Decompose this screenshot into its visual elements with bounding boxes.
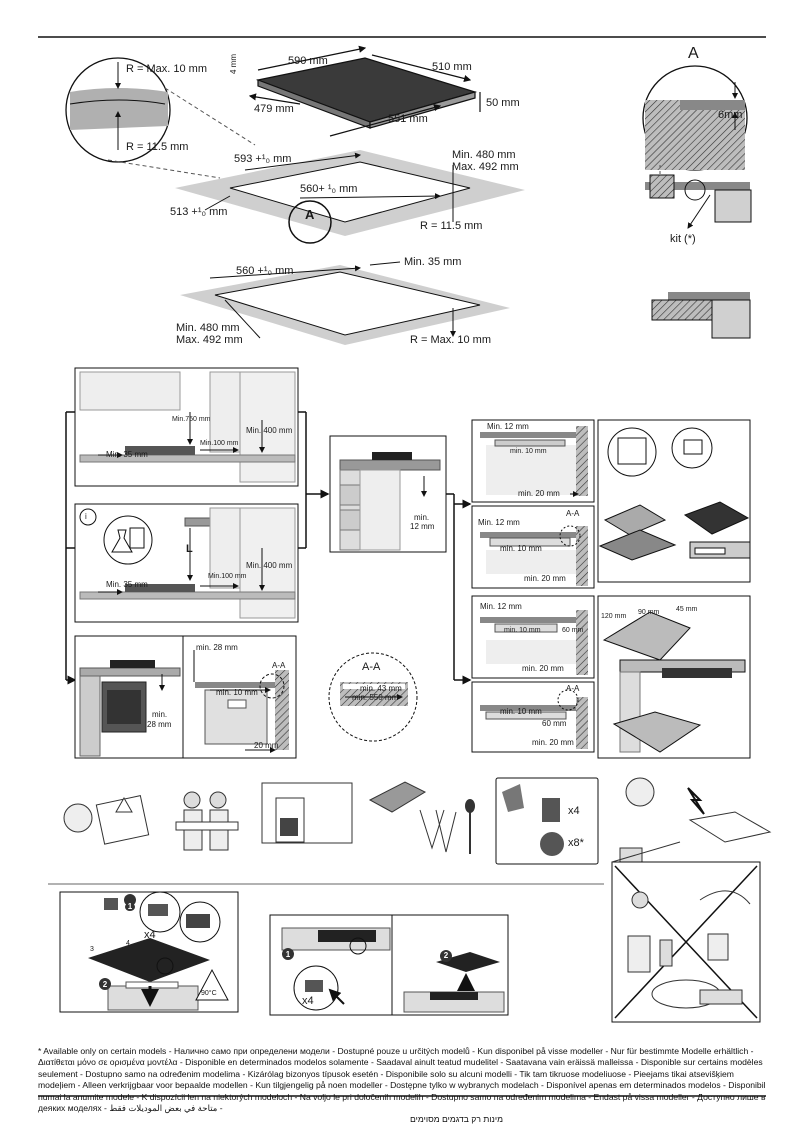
- min-480-label: Min. 480 mm: [452, 149, 516, 161]
- min-400a-label: Min. 400 mm: [246, 426, 293, 435]
- tools-row: [63, 777, 772, 867]
- clearance-panel-2: [74, 503, 299, 623]
- drawer-45-label: 45 mm: [676, 606, 698, 613]
- p1-min-20-label: min. 20 mm: [518, 489, 560, 498]
- clearance-bracket: [65, 411, 472, 685]
- detail-a: [642, 65, 752, 339]
- r-115-label-right: R = 11.5 mm: [420, 220, 483, 232]
- hob-height-label: 50 mm: [486, 97, 520, 109]
- info-icon: i: [85, 512, 87, 521]
- l-dimension-label: L: [186, 543, 193, 555]
- hob-side-depth-label: 510 mm: [432, 61, 472, 73]
- p4-min-10-label: min. 10 mm: [500, 707, 542, 716]
- no-extension-panel: [611, 841, 761, 1023]
- footnote-hebrew: מינות רק בדגמים מסוימים: [410, 1114, 503, 1125]
- corner-4-label: 4: [126, 940, 130, 947]
- aa-section-label: A-A: [272, 661, 286, 670]
- min-12-center-label-2: 12 mm: [410, 522, 435, 531]
- hob-inner-width-label: 551 mm: [388, 113, 428, 125]
- min-35a-label: Min. 35 mm: [106, 450, 148, 459]
- aa-detail-circle: [328, 652, 418, 742]
- kit-label: kit (*): [670, 233, 696, 245]
- detail-marker-a: A: [305, 207, 315, 222]
- mm-20-section-label: 20 mm: [254, 741, 279, 750]
- min-10-section-label: min. 10 mm: [216, 688, 258, 697]
- p2-min-12-label: Min. 12 mm: [478, 518, 520, 527]
- clearance-panel-1: [74, 367, 299, 487]
- availability-footnote: * Available only on certain models - Нал…: [38, 1046, 766, 1126]
- clips-x4-label: x4: [568, 805, 580, 817]
- temperature-label: 90°C: [201, 990, 217, 997]
- min-100b-label: Min.100 mm: [208, 573, 247, 580]
- cutout-513-label: 513 +¹₀ mm: [170, 206, 228, 218]
- aa-detail-title: A-A: [362, 661, 381, 673]
- install-sequence-images: [597, 419, 751, 759]
- install-panel-4: [471, 681, 595, 753]
- r-max-10-label: R = Max. 10 mm: [126, 63, 207, 75]
- clearance-panel-oven: [74, 635, 297, 759]
- radius-detail-circle: [65, 57, 256, 179]
- hob-3d-drawing: [248, 45, 481, 137]
- detail-a-title: A: [688, 45, 699, 62]
- min-100a-label: Min.100 mm: [200, 440, 239, 447]
- p4-aa-label: A-A: [566, 684, 580, 693]
- cutout-560-label: 560+ ¹₀ mm: [300, 183, 358, 195]
- p1-min-12-label: Min. 12 mm: [487, 422, 529, 431]
- step-1b-badge: 1: [283, 951, 293, 959]
- corner-3-label: 3: [90, 946, 94, 953]
- step-2-badge: 2: [100, 981, 110, 989]
- p3-60-label: 60 mm: [562, 627, 584, 634]
- max-492-b-label: Max. 492 mm: [176, 334, 243, 346]
- min-12-center-label: min.: [414, 513, 430, 522]
- detail-a-6mm: 6mm: [718, 109, 743, 121]
- hob-thickness-label: 4 mm: [229, 54, 238, 74]
- footnote-main: * Available only on certain models - Нал…: [38, 1046, 766, 1114]
- clearance-panel-3: [329, 435, 447, 553]
- drawer-120-label: 120 mm: [601, 613, 627, 620]
- min-750-label: Min.750 mm: [172, 416, 211, 423]
- clips-x4-bottom-label: x4: [144, 929, 156, 941]
- hob-inner-depth-label: 479 mm: [254, 103, 294, 115]
- min-35b-label: Min. 35 mm: [106, 580, 148, 589]
- min-550-label: min. 550 mm: [352, 693, 399, 702]
- r-max-10-b-label: R = Max. 10 mm: [410, 334, 491, 346]
- install-panel-2: [471, 505, 595, 589]
- p1-min-10-label: min. 10 mm: [510, 448, 547, 455]
- step-2b-badge: 2: [441, 952, 451, 960]
- p4-60-label: 60 mm: [542, 719, 567, 728]
- max-492-label: Max. 492 mm: [452, 161, 519, 173]
- min-400b-label: Min. 400 mm: [246, 561, 293, 570]
- min-35-label: Min. 35 mm: [404, 256, 462, 268]
- min-28-oven-label: min.: [152, 710, 168, 719]
- min-28-oven-label-2: 28 mm: [147, 720, 172, 729]
- step-1-badge: 1: [125, 903, 135, 911]
- cutout-593-label: 593 +¹₀ mm: [234, 153, 292, 165]
- worktop-cutout-1: [175, 150, 525, 244]
- min-28-section-label: min. 28 mm: [196, 643, 238, 652]
- fixing-clips-panel: [59, 891, 239, 1013]
- screws-x8-label: x8*: [568, 837, 584, 849]
- hob-width-label: 590 mm: [288, 55, 328, 67]
- drawer-90-label: 90 mm: [638, 609, 660, 616]
- p3-min-12-label: Min. 12 mm: [480, 602, 522, 611]
- clips-x4-mid-label: x4: [302, 995, 314, 1007]
- p2-min-10-label: min. 10 mm: [500, 544, 542, 553]
- removal-panel: [269, 914, 509, 1016]
- min-480-b-label: Min. 480 mm: [176, 322, 240, 334]
- r-115-label-left: R = 11.5 mm: [126, 141, 189, 153]
- worktop-cutout-2: [180, 261, 510, 345]
- p3-min-10-label: min. 10 mm: [504, 627, 541, 634]
- cutout2-560-label: 560 +¹₀ mm: [236, 265, 294, 277]
- install-panel-1: [471, 419, 595, 503]
- install-panel-3: [471, 595, 595, 679]
- p4-min-20-label: min. 20 mm: [532, 738, 574, 747]
- p2-min-20-label: min. 20 mm: [524, 574, 566, 583]
- p2-aa-label: A-A: [566, 509, 580, 518]
- min-43-label: min. 43 mm: [360, 684, 402, 693]
- p3-min-20-label: min. 20 mm: [522, 664, 564, 673]
